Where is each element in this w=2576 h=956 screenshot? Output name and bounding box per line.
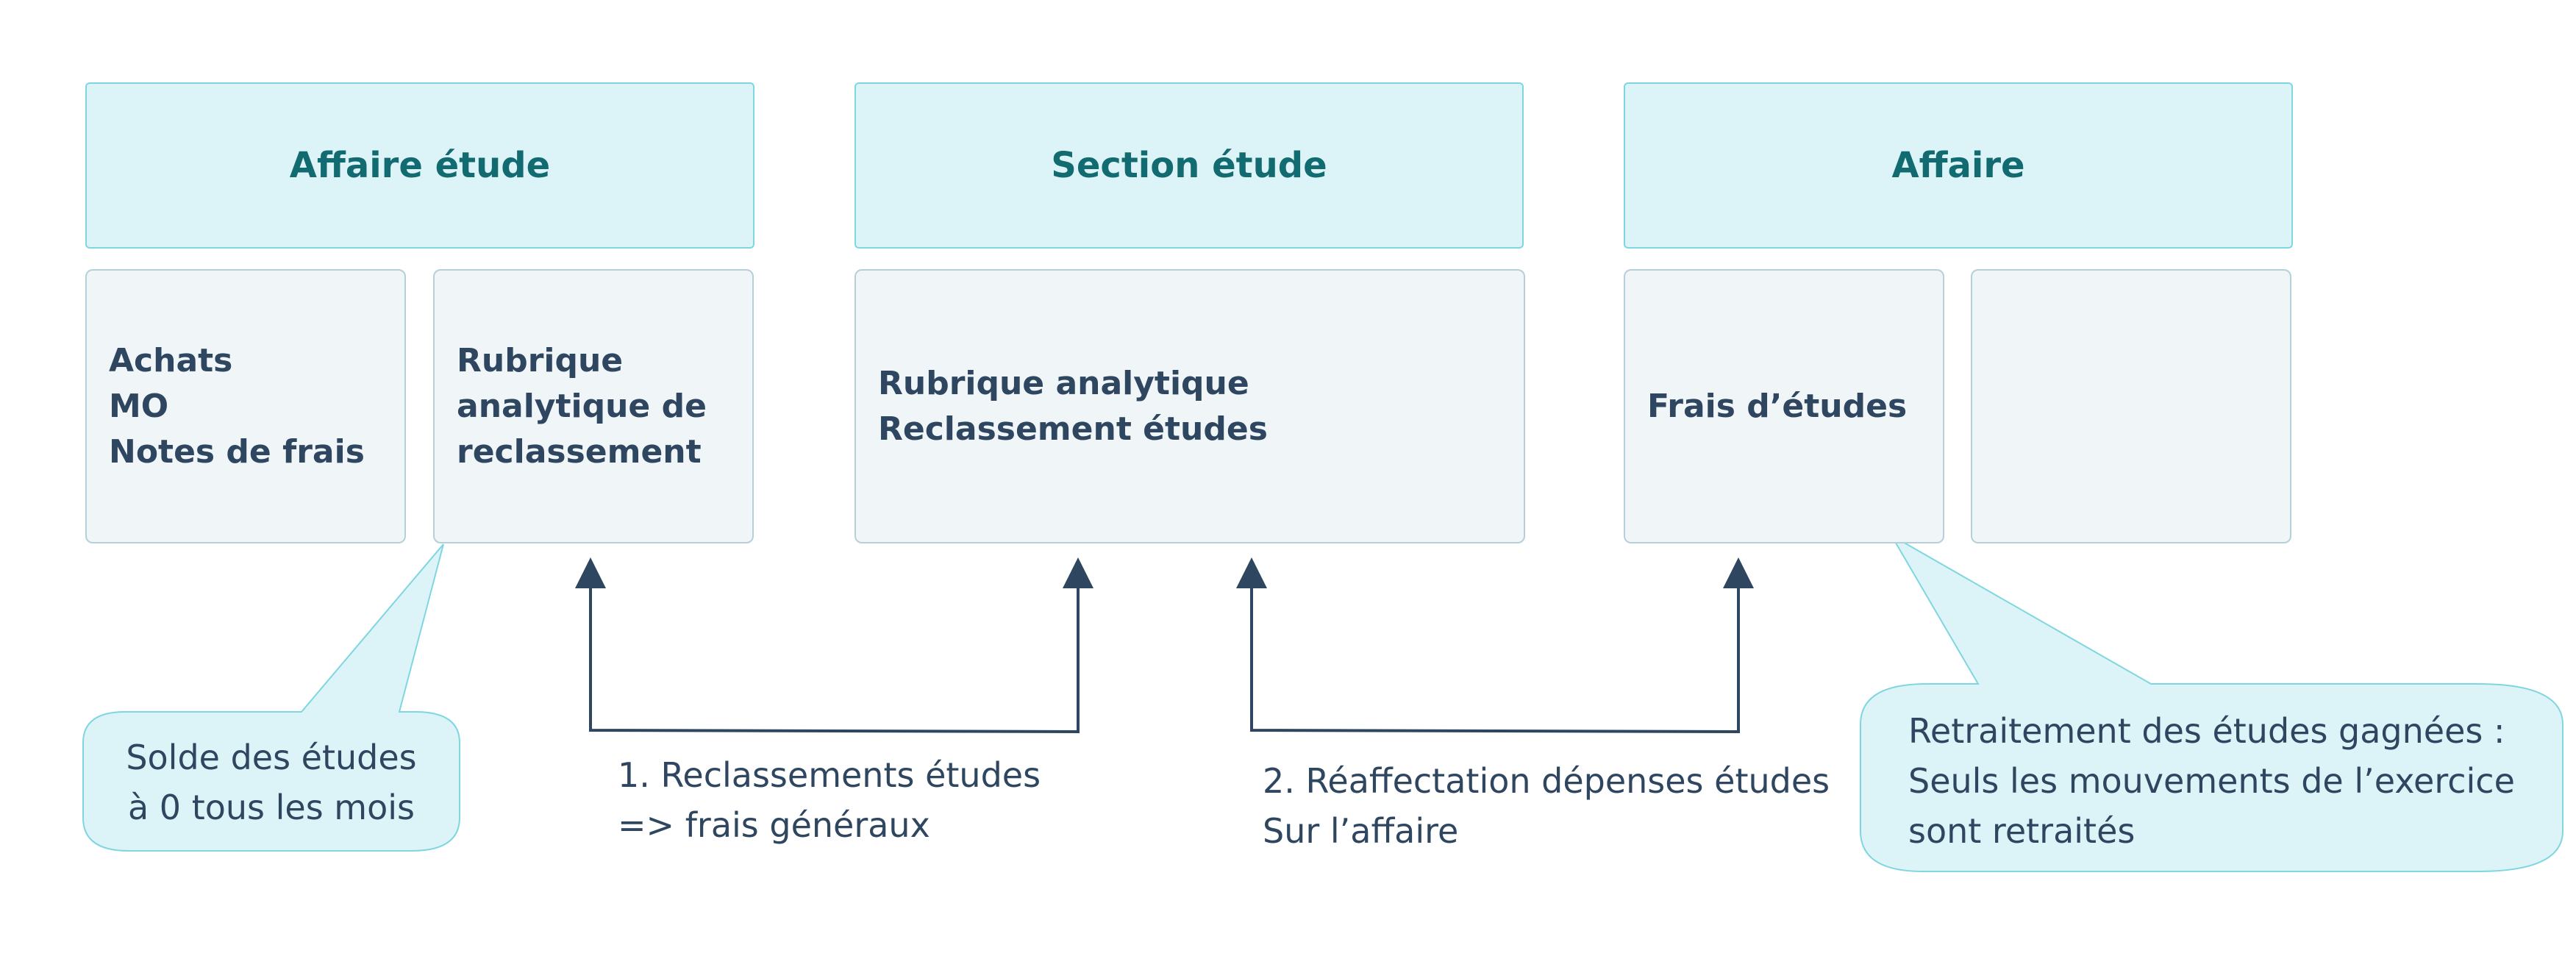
header-affaire-etude: Affaire étude <box>85 82 754 249</box>
flow-1-label-line: 1. Reclassements études <box>618 755 1041 795</box>
header-affaire-etude-label: Affaire étude <box>289 145 551 186</box>
box-line: MO <box>109 387 169 425</box>
callout-line: Seuls les mouvements de l’exercice <box>1908 761 2515 801</box>
box-line: reclassement <box>457 432 702 471</box>
box-line: Reclassement études <box>878 410 1268 448</box>
box-line: Rubrique analytique <box>878 364 1249 402</box>
box-empty <box>1971 269 2291 543</box>
flow-1-label-line: => frais généraux <box>618 805 930 845</box>
flow-2-label: 2. Réaffectation dépenses études Sur l’a… <box>1263 756 1830 856</box>
box-rubrique-reclassement: Rubrique analytique de reclassement <box>433 269 754 543</box>
flow-1-label: 1. Reclassements études => frais générau… <box>618 750 1041 850</box>
callout-line: sont retraités <box>1908 811 2136 851</box>
box-line: Achats <box>109 341 233 379</box>
box-achats-mo-notes: Achats MO Notes de frais <box>85 269 406 543</box>
flow-1-arrowhead-left <box>575 557 606 588</box>
flow-2-label-line: 2. Réaffectation dépenses études <box>1263 761 1830 801</box>
box-line: Notes de frais <box>109 432 365 471</box>
callout-retraitement-text: Retraitement des études gagnées : Seuls … <box>1908 706 2515 856</box>
header-affaire-label: Affaire <box>1891 145 2025 186</box>
box-section-etude: Rubrique analytique Reclassement études <box>854 269 1525 543</box>
box-line: Rubrique <box>457 341 624 379</box>
box-line: analytique de <box>457 387 707 425</box>
flow-2-label-line: Sur l’affaire <box>1263 811 1459 851</box>
flow-1-arrowhead-right <box>1063 557 1093 588</box>
callout-line: à 0 tous les mois <box>128 788 415 827</box>
callout-solde-text: Solde des études à 0 tous les mois <box>83 732 460 832</box>
callout-line: Solde des études <box>126 738 417 777</box>
header-section-etude: Section étude <box>854 82 1524 249</box>
box-frais-etudes: Frais d’études <box>1624 269 1944 543</box>
flow-2-arrowhead-left <box>1236 557 1267 588</box>
flow-1-connector <box>589 582 1080 734</box>
callout-line: Retraitement des études gagnées : <box>1908 711 2505 751</box>
flow-2-connector <box>1250 582 1740 734</box>
callout-bubble-retraitement <box>1860 533 2563 872</box>
flow-2-arrowhead-right <box>1723 557 1754 588</box>
callout-bubble-solde <box>82 543 460 852</box>
header-affaire: Affaire <box>1624 82 2293 249</box>
box-line: Frais d’études <box>1647 387 1908 425</box>
header-section-etude-label: Section étude <box>1051 145 1327 186</box>
